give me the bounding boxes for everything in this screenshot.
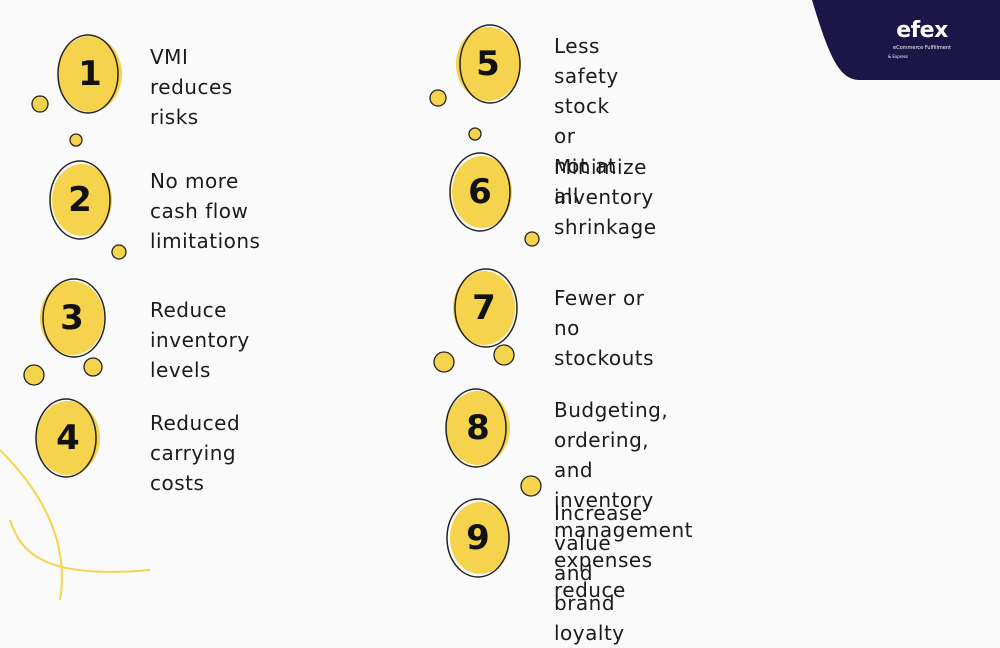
decor-dot <box>83 357 103 377</box>
item-number: 5 <box>476 44 500 84</box>
badge-blob-icon <box>456 24 521 104</box>
brand-tagline: eCommerce Fulfillment <box>893 45 951 51</box>
item-number: 3 <box>60 298 84 338</box>
item-text: Minimize inventory shrinkage <box>554 155 657 239</box>
item-number: 2 <box>68 180 92 220</box>
item-text: Increase value and brand loyalty <box>554 501 643 645</box>
badge-blob-icon <box>453 268 518 348</box>
item-number: 8 <box>466 408 490 448</box>
item-text: No more cash flow limitations <box>150 169 261 253</box>
badge-blob-icon <box>446 498 510 578</box>
brand-logo[interactable]: efex eCommerce Fulfillment & Express <box>800 0 1000 80</box>
number-badge-6: 6 <box>442 150 518 234</box>
number-badge-1: 1 <box>52 32 128 116</box>
badge-blob-icon <box>445 388 510 468</box>
brand-name: efex <box>896 18 948 43</box>
decor-dot <box>524 231 540 247</box>
badge-blob-icon <box>57 34 122 114</box>
decor-dot <box>493 344 515 366</box>
decor-dot <box>468 127 482 141</box>
number-badge-2: 2 <box>42 158 118 242</box>
decor-dot <box>31 95 49 113</box>
item-number: 7 <box>472 288 496 328</box>
number-badge-7: 7 <box>446 266 522 350</box>
item-text: VMI reduces risks <box>150 45 233 129</box>
number-badge-5: 5 <box>450 22 526 106</box>
item-number: 9 <box>466 518 490 558</box>
decor-dot <box>23 364 45 386</box>
item-text: Reduce inventory levels <box>150 298 250 382</box>
badge-blob-icon <box>49 160 112 240</box>
number-badge-8: 8 <box>440 386 516 470</box>
decor-dot <box>520 475 542 497</box>
number-badge-9: 9 <box>440 496 516 580</box>
brand-sub: & Express <box>888 54 909 59</box>
item-number: 6 <box>468 172 492 212</box>
badge-blob-icon <box>35 398 100 478</box>
decor-dot <box>111 244 127 260</box>
item-number: 1 <box>78 54 102 94</box>
item-text: Reduced carrying costs <box>150 411 241 495</box>
number-badge-4: 4 <box>30 396 106 480</box>
number-badge-3: 3 <box>34 276 110 360</box>
decorative-swirl <box>0 449 151 600</box>
decor-dot <box>433 351 455 373</box>
decor-dot <box>429 89 447 107</box>
decor-dot <box>69 133 83 147</box>
item-number: 4 <box>56 418 80 458</box>
badge-blob-icon <box>40 278 106 358</box>
badge-blob-icon <box>449 152 512 232</box>
item-text: Budgeting, ordering, and inventory manag… <box>554 398 693 602</box>
item-text: Less safety stock or not at all <box>554 34 619 208</box>
item-text: Fewer or no stockouts <box>554 286 655 370</box>
